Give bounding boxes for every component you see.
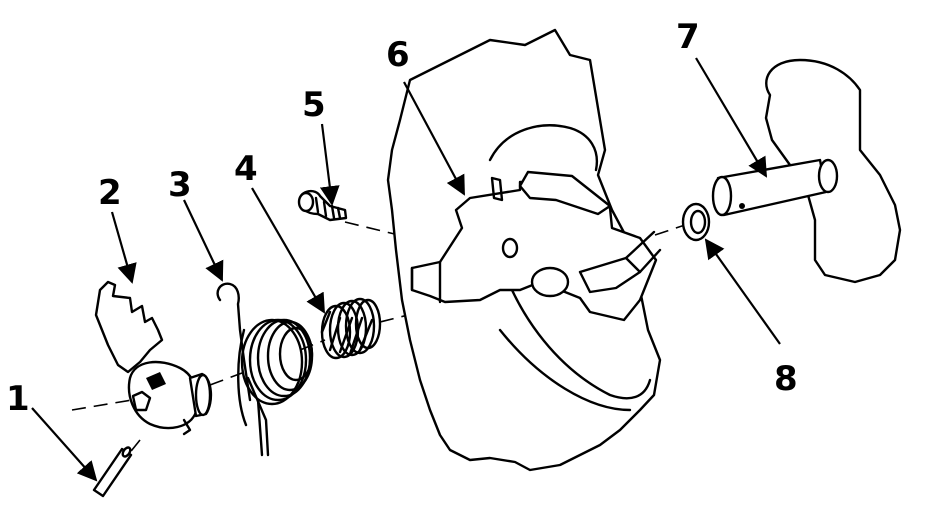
- part-4-coil-spring: [320, 297, 382, 360]
- callout-4: 4: [234, 149, 258, 189]
- callout-5: 5: [302, 85, 326, 125]
- callout-1: 1: [6, 379, 30, 419]
- callout-2: 2: [98, 173, 122, 213]
- part-1-pin: [92, 446, 133, 498]
- callout-labels: 1 2 3 4 5 6 7 8: [6, 17, 798, 419]
- part-3-torsion-spring: [240, 318, 314, 457]
- part-6-housing-plate: [386, 28, 662, 472]
- callout-3: 3: [168, 165, 192, 205]
- part-8-washer: [681, 202, 711, 242]
- part-5-screw: [297, 189, 348, 222]
- callout-8: 8: [774, 359, 798, 399]
- callout-7: 7: [676, 17, 700, 57]
- part-7-shaft-handle: [711, 58, 902, 284]
- leader-lines: [31, 57, 781, 482]
- part-2-lever: [94, 280, 213, 436]
- callout-6: 6: [386, 35, 410, 75]
- part-3-hook-rod: [216, 282, 264, 457]
